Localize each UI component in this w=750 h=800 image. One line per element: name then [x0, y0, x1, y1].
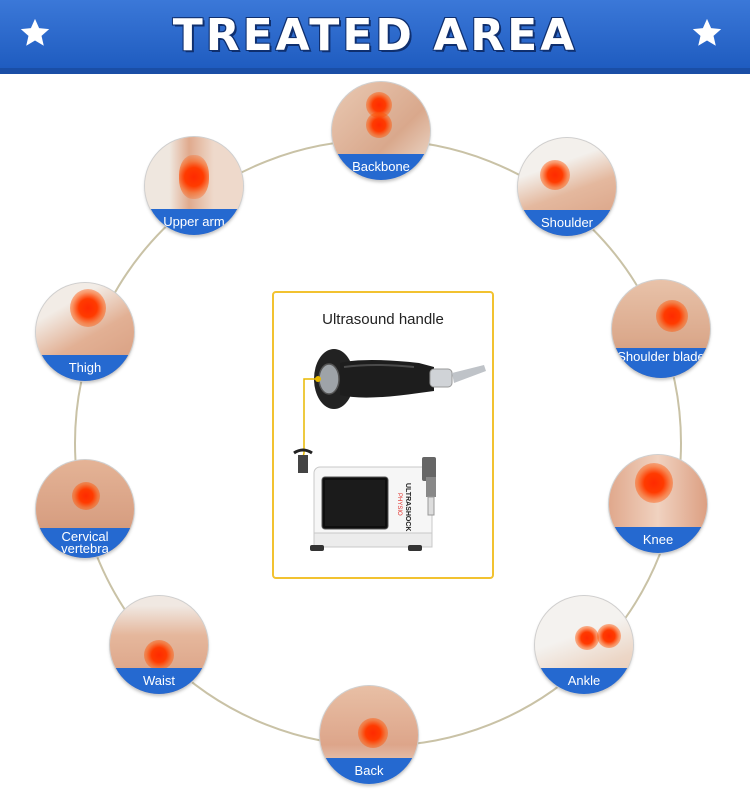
star-icon	[20, 18, 50, 46]
area-label: Backbone	[332, 154, 430, 180]
header-banner	[0, 0, 750, 68]
area-thigh: Thigh	[36, 283, 134, 381]
area-label: Ankle	[535, 668, 633, 694]
area-upper-arm: Upper arm	[145, 137, 243, 235]
area-cervical-vertebra: Cervical vertebra	[36, 460, 134, 558]
device-illustration: ULTRASHOCK PHYSIO	[293, 349, 486, 551]
area-shoulder-blade: Shoulder blade	[612, 280, 710, 378]
device-brand: ULTRASHOCK	[404, 483, 411, 531]
device-model: PHYSIO	[396, 493, 402, 516]
device-panel: Ultrasound handle ULTRASHOCK PHYSIO	[272, 291, 494, 579]
area-back: Back	[320, 686, 418, 784]
header-stripe	[0, 68, 750, 74]
star-icon	[692, 18, 722, 46]
area-label: Waist	[110, 668, 208, 694]
page-title: TREATED AREA	[172, 10, 578, 61]
area-label: Thigh	[36, 355, 134, 381]
area-backbone: Backbone	[332, 82, 430, 180]
area-label: Shoulder blade	[612, 348, 710, 378]
area-label: Knee	[609, 527, 707, 553]
area-label: Back	[320, 758, 418, 784]
handle-grip	[340, 360, 434, 398]
area-ankle: Ankle	[535, 596, 633, 694]
area-label: Upper arm	[145, 209, 243, 235]
area-waist: Waist	[110, 596, 208, 694]
area-knee: Knee	[609, 455, 707, 553]
area-label: Shoulder	[518, 210, 616, 236]
device-title: Ultrasound handle	[322, 311, 444, 328]
area-shoulder: Shoulder	[518, 138, 616, 236]
area-label: Cervical vertebra	[36, 528, 134, 558]
